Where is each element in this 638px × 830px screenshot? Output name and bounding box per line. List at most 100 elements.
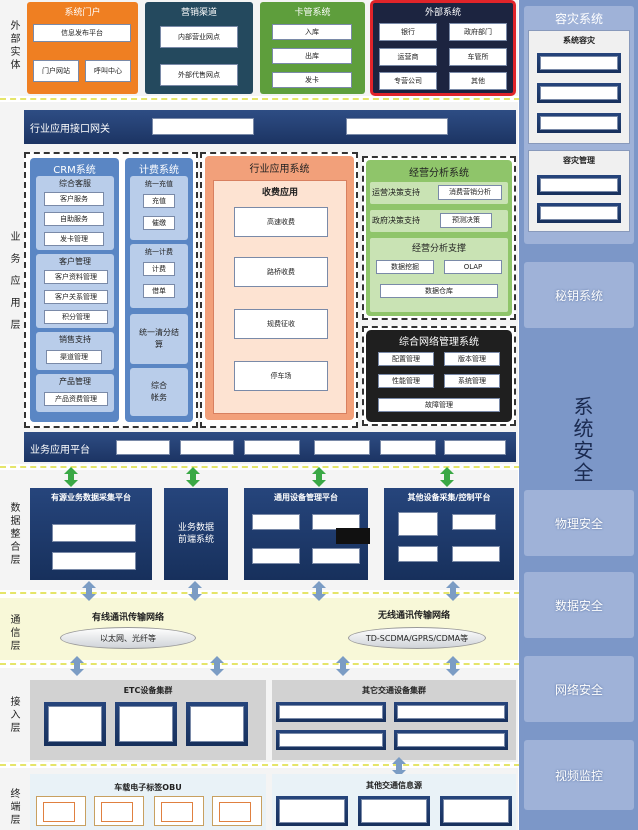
devmgmt-shadow bbox=[336, 528, 370, 544]
disaster-sys-item: 网络系统容灾 bbox=[537, 113, 621, 133]
crm-item: 自助服务 bbox=[44, 212, 104, 226]
platform-item: 权限管理 bbox=[116, 440, 170, 455]
info-item-label: 物理车牌 bbox=[279, 799, 345, 823]
info-item: 物理车牌 bbox=[276, 796, 348, 826]
industry-inner: 收费应用 高速收费 路桥收费 规费征收 停车场 bbox=[213, 180, 347, 414]
platform-item: 报表管理 bbox=[444, 440, 506, 455]
netmgmt-item: 系统管理 bbox=[444, 374, 500, 388]
disaster-mgmt-item: 容灾切换管理 bbox=[537, 175, 621, 195]
other-collect-box: 其他设备采集/控制平台 交通信息卡 视频 GPS 交通外设 bbox=[384, 488, 514, 580]
platform-bar: 业务应用平台 权限管理 日志管理 策略管理 Topo管理 GIS 报表管理 bbox=[24, 432, 516, 462]
disaster-sys-box: 系统容灾 数据容灾 应用系统容灾 网络系统容灾 bbox=[528, 30, 630, 144]
crm-item: 渠道管理 bbox=[46, 350, 102, 364]
billing-item: 借单 bbox=[143, 284, 175, 298]
outer-item: 专营公司 bbox=[379, 72, 437, 90]
gateway-bar: 行业应用接口网关 内部接口网关 外部接口网关 bbox=[24, 110, 516, 144]
billing-group: 统一充值 充值 催缴 bbox=[130, 176, 188, 240]
info-panel: 其他交通信息源 物理车牌 车载终端 GPS bbox=[272, 774, 516, 830]
portal-item: 呼叫中心 bbox=[85, 60, 131, 82]
operation-support-title: 经营分析支撑 bbox=[411, 244, 466, 254]
operation-row-item: 预测决策 bbox=[440, 213, 492, 228]
netmgmt-item: 配置管理 bbox=[378, 352, 434, 366]
outer-item: 银行 bbox=[379, 23, 437, 41]
disaster-sys-item: 应用系统容灾 bbox=[537, 83, 621, 103]
billing-group-title: 统一清分结算 bbox=[139, 328, 179, 349]
other-access-item: 定位设备 bbox=[276, 730, 386, 750]
sales-item: 外部代售网点 bbox=[160, 64, 238, 86]
other-collect-item: 交通信息卡 bbox=[398, 512, 438, 536]
other-access-label: 监视设备 bbox=[279, 705, 383, 719]
disaster-mgmt-item: 容灾策略管理 bbox=[537, 203, 621, 223]
billing-group-title: 统一充值 bbox=[145, 180, 173, 188]
info-item: GPS bbox=[440, 796, 512, 826]
platform-item: 日志管理 bbox=[180, 440, 234, 455]
etc-item-label: 路侧设备 bbox=[48, 706, 102, 742]
double-arrow-icon bbox=[186, 467, 200, 487]
crm-group-title: 销售支持 bbox=[59, 335, 91, 344]
data-security-box: 数据安全 bbox=[524, 572, 634, 638]
secret-key-box: 秘钥系统 bbox=[524, 262, 634, 328]
other-collect-title: 其他设备采集/控制平台 bbox=[407, 493, 491, 502]
obu-device-icon bbox=[212, 796, 262, 826]
double-arrow-icon bbox=[210, 656, 224, 676]
crm-group: 客户管理 客户资料管理 客户关系管理 积分管理 bbox=[36, 254, 114, 328]
operation-row-label: 政府决策支持 bbox=[372, 216, 420, 225]
crm-item: 客户资料管理 bbox=[44, 270, 108, 284]
divider bbox=[0, 98, 520, 100]
gateway-title: 行业应用接口网关 bbox=[30, 124, 110, 135]
portal-panel: 系统门户 信息发布平台 门户网站 呼叫中心 bbox=[27, 2, 138, 94]
devmgmt-item: 配置管理 bbox=[252, 514, 300, 530]
layer-label-business: 业务应用层 bbox=[8, 231, 19, 341]
other-access-title: 其它交通设备集群 bbox=[362, 686, 426, 695]
outer-item: 政府部门 bbox=[449, 23, 507, 41]
devmgmt-item: 性能管理 bbox=[252, 548, 300, 564]
other-collect-item: 视频 bbox=[452, 514, 496, 530]
double-arrow-icon bbox=[446, 581, 460, 601]
other-access-label: 控制设备 bbox=[397, 705, 505, 719]
system-security-label: 系统安全 bbox=[570, 396, 594, 484]
obu-device-icon bbox=[154, 796, 204, 826]
outer-item: 其他 bbox=[449, 72, 507, 90]
portal-title: 系统门户 bbox=[64, 8, 101, 18]
data-sources-box: 有源业务数据采集平台 站级系统 车道系统 bbox=[30, 488, 152, 580]
disaster-sys-title: 系统容灾 bbox=[563, 36, 595, 45]
gateway-item: 内部接口网关 bbox=[152, 118, 254, 135]
billing-title: 计费系统 bbox=[139, 165, 179, 176]
crm-item: 发卡管理 bbox=[44, 232, 104, 246]
industry-title: 行业应用系统 bbox=[249, 164, 310, 175]
disaster-mgmt-title: 容灾管理 bbox=[563, 156, 595, 165]
industry-item: 规费征收 bbox=[234, 309, 328, 339]
billing-group-title: 综合帐务 bbox=[151, 381, 167, 402]
double-arrow-icon bbox=[70, 656, 84, 676]
other-access-item: 控制设备 bbox=[394, 702, 508, 722]
crm-group: 产品管理 产品资费管理 bbox=[36, 374, 114, 412]
double-arrow-icon bbox=[188, 581, 202, 601]
crm-group-title: 综合客服 bbox=[59, 179, 91, 188]
layer-label-data: 数据整合层 bbox=[8, 501, 19, 567]
platform-item: 策略管理 bbox=[244, 440, 300, 455]
billing-item: 计费 bbox=[143, 262, 175, 276]
network-security-box: 网络安全 bbox=[524, 656, 634, 722]
operation-row-item: 消费营销分析 bbox=[438, 185, 502, 200]
info-item-label: GPS bbox=[443, 799, 509, 823]
other-access-label: 辅助设备 bbox=[397, 733, 505, 747]
industry-sub: 收费应用 bbox=[261, 188, 298, 198]
operation-panel: 经营分析系统 运营决策支持 消费营销分析 政府决策支持 预测决策 经营分析支撑 … bbox=[366, 160, 512, 316]
divider bbox=[0, 663, 520, 665]
billing-item: 催缴 bbox=[143, 216, 175, 230]
operation-support: 经营分析支撑 数据挖掘 OLAP 数据仓库 bbox=[370, 238, 508, 312]
disaster-sys-label: 网络系统容灾 bbox=[540, 116, 618, 130]
etc-item-label: 手持设备 bbox=[190, 706, 244, 742]
operation-support-item: OLAP bbox=[444, 260, 502, 274]
devmgmt-item: 系统管理 bbox=[312, 548, 360, 564]
outer-item: 运营商 bbox=[379, 48, 437, 66]
other-access-label: 定位设备 bbox=[279, 733, 383, 747]
billing-group: 统一计费 计费 借单 bbox=[130, 244, 188, 308]
portal-item: 信息发布平台 bbox=[33, 24, 131, 42]
obu-panel: 车载电子标签OBU bbox=[30, 774, 266, 830]
obu-title: 车载电子标签OBU bbox=[114, 783, 182, 792]
card-panel: 卡管系统 入库 出库 发卡 bbox=[260, 2, 365, 94]
outer-title: 外部系统 bbox=[424, 8, 461, 18]
industry-item: 停车场 bbox=[234, 361, 328, 391]
layer-label-external: 外部实体 bbox=[8, 20, 19, 72]
